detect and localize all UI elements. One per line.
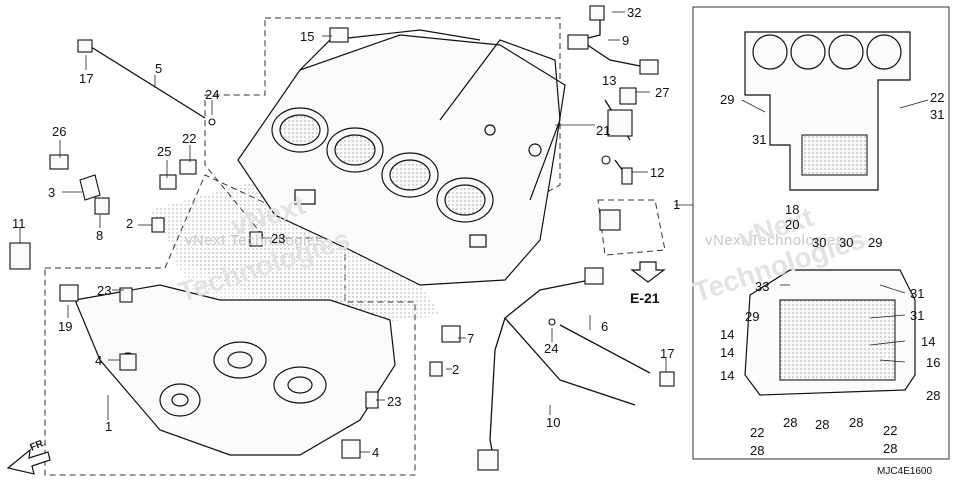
callout-23: 23 [97, 283, 112, 298]
leader-lines [19, 11, 929, 453]
callout-20: 20 [785, 217, 800, 232]
callout-22: 22 [930, 90, 945, 105]
callout-14: 14 [720, 327, 735, 342]
callout-25: 25 [157, 144, 172, 159]
watermark-line-right: vNext Technologies [705, 232, 844, 249]
crankcase-gasket [744, 269, 916, 396]
callout-16: 16 [926, 355, 941, 370]
callout-33: 33 [755, 279, 770, 294]
small-parts [9, 5, 675, 471]
callout-2: 2 [452, 362, 460, 377]
callout-31: 31 [910, 308, 925, 323]
front-arrow-icon [6, 448, 51, 475]
callout-28: 28 [849, 415, 864, 430]
callout-26: 26 [52, 124, 67, 139]
right-inset-box [692, 6, 950, 460]
callout-31: 31 [910, 286, 925, 301]
callout-28: 28 [750, 443, 765, 458]
callout-18: 18 [785, 202, 800, 217]
upper-crankcase [237, 29, 566, 286]
callout-9: 9 [622, 33, 630, 48]
callout-4: 4 [372, 445, 380, 460]
callout-8: 8 [96, 228, 104, 243]
callout-17: 17 [79, 71, 94, 86]
e21-arrow [630, 261, 666, 283]
callout-11: 11 [12, 216, 26, 231]
callout-5: 5 [155, 61, 163, 76]
callout-23: 23 [387, 394, 402, 409]
callout-15: 15 [300, 29, 315, 44]
callout-10: 10 [546, 415, 561, 430]
callout-13: 13 [602, 73, 617, 88]
diagram-code: MJC4E1600 [877, 466, 933, 477]
callout-23: 23 [271, 231, 286, 246]
callout-29: 29 [720, 92, 735, 107]
callout-22: 22 [750, 425, 765, 440]
callout-24: 24 [544, 341, 559, 356]
callout-29: 29 [745, 309, 760, 324]
callout-6: 6 [601, 319, 609, 334]
callout-1: 1 [673, 197, 681, 212]
reference-label: E-21 [630, 290, 660, 306]
callout-24: 24 [205, 87, 220, 102]
callout-12: 12 [650, 165, 665, 180]
callout-31: 31 [752, 132, 767, 147]
callout-32: 32 [627, 5, 642, 20]
callout-28: 28 [883, 441, 898, 456]
callout-22: 22 [182, 131, 197, 146]
callout-7: 7 [467, 331, 475, 346]
callout-22: 22 [883, 423, 898, 438]
callout-2: 2 [126, 216, 134, 231]
callout-14: 14 [720, 368, 735, 383]
callout-19: 19 [58, 319, 73, 334]
callout-14: 14 [720, 345, 735, 360]
watermark-line: vNext Technologies [185, 232, 324, 249]
callout-30: 30 [839, 235, 854, 250]
callout-27: 27 [655, 85, 670, 100]
callout-21: 21 [596, 123, 611, 138]
callout-31: 31 [930, 107, 945, 122]
callout-28: 28 [926, 388, 941, 403]
callout-1: 1 [105, 419, 113, 434]
callout-30: 30 [812, 235, 827, 250]
callout-3: 3 [48, 185, 56, 200]
lower-crankcase [74, 284, 396, 458]
callout-14: 14 [921, 334, 936, 349]
callout-28: 28 [783, 415, 798, 430]
callout-29: 29 [868, 235, 883, 250]
cylinder-gasket [744, 31, 911, 191]
callout-17: 17 [660, 346, 675, 361]
callout-28: 28 [815, 417, 830, 432]
callout-4: 4 [95, 353, 103, 368]
